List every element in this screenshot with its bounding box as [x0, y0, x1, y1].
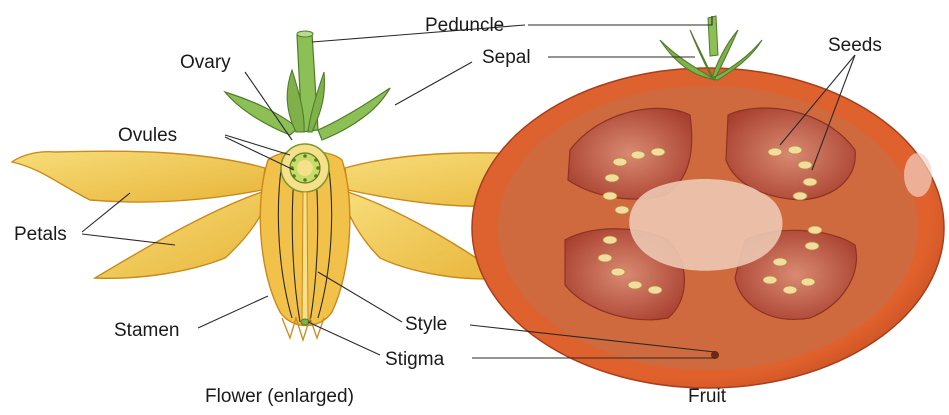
label-style: Style — [405, 314, 447, 335]
caption-fruit: Fruit — [688, 386, 727, 407]
stigma — [301, 319, 309, 325]
label-petals: Petals — [14, 224, 67, 245]
caption-flower: Flower (enlarged) — [205, 386, 354, 407]
petal-lower-left — [95, 192, 266, 278]
style — [302, 192, 308, 320]
petal-upper-left — [12, 151, 265, 202]
label-peduncle: Peduncle — [425, 15, 504, 36]
label-seeds: Seeds — [828, 35, 882, 56]
fruit-stem — [708, 16, 718, 56]
fruit-core — [629, 179, 782, 271]
label-sepal: Sepal — [482, 47, 531, 68]
label-stamen: Stamen — [114, 320, 179, 341]
peduncle-tip — [297, 31, 313, 37]
label-ovules: Ovules — [118, 125, 177, 146]
label-stigma: Stigma — [385, 349, 445, 370]
label-ovary: Ovary — [180, 52, 231, 73]
tomato-fruit-illustration — [472, 16, 944, 388]
sepal-right — [318, 88, 390, 140]
